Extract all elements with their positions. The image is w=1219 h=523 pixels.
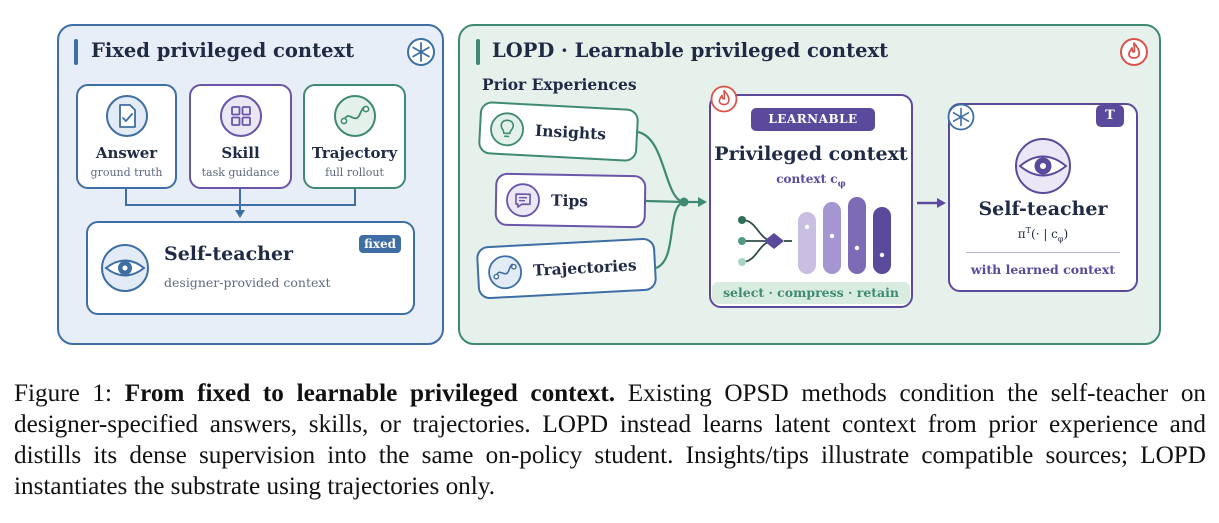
card-title: Trajectory — [311, 144, 398, 162]
learned-self-teacher-card — [948, 103, 1138, 292]
caption-bold: From fixed to learnable privileged conte… — [124, 380, 616, 407]
formula-pi: π — [1017, 227, 1026, 241]
source-label: Tips — [550, 190, 589, 211]
answer-document-icon — [105, 95, 148, 137]
snowflake-icon — [407, 38, 435, 66]
card-subtitle: task guidance — [201, 166, 280, 179]
self-teacher-subtitle: designer-provided context — [164, 275, 331, 290]
flame-icon — [710, 85, 738, 113]
flame-icon — [1120, 38, 1148, 66]
formula-mid: (· | c — [1031, 227, 1058, 241]
diamond-node — [764, 233, 784, 249]
source-label: Trajectories — [532, 255, 638, 280]
chat-bubble-icon — [506, 182, 540, 217]
trajectory-card: Trajectory full rollout — [303, 84, 406, 189]
lightbulb-icon — [490, 111, 524, 146]
formula-end: ) — [1063, 227, 1069, 241]
context-subtitle-main: context c — [776, 172, 838, 186]
learnable-badge: LEARNABLE — [751, 108, 875, 131]
source-insights: Insights — [477, 100, 640, 163]
trajectory-icon — [488, 254, 522, 289]
source-label: Insights — [534, 120, 607, 144]
card-subtitle: full rollout — [325, 166, 384, 179]
snowflake-icon — [947, 103, 975, 131]
figure-caption: Figure 1: From fixed to learnable privil… — [14, 378, 1206, 502]
eye-icon — [1015, 138, 1071, 194]
lopd-panel-title: LOPD · Learnable privileged context — [492, 39, 889, 62]
node-dot — [738, 258, 746, 266]
caption-text: Existing OPSD methods condition the self… — [14, 380, 1207, 500]
card-title: Skill — [221, 144, 260, 162]
arrow-to-teacher — [917, 198, 946, 208]
self-teacher-title: Self-teacher — [164, 243, 294, 265]
privileged-context-title: Privileged context — [714, 143, 908, 165]
context-bar — [848, 197, 866, 274]
node-dot — [738, 237, 746, 245]
context-c-phi-label: context cφ — [709, 172, 913, 189]
context-bar — [798, 212, 816, 274]
trajectory-icon — [333, 95, 376, 137]
fixed-panel-title: Fixed privileged context — [91, 39, 355, 62]
formula-sub: φ — [1057, 234, 1064, 244]
compression-graphic — [738, 197, 891, 274]
context-subtitle-sub: φ — [837, 179, 846, 190]
caption-prefix: Figure 1: — [14, 380, 113, 407]
prior-experiences-label: Prior Experiences — [482, 75, 637, 94]
divider — [966, 252, 1120, 253]
source-trajectories: Trajectories — [475, 237, 658, 300]
skill-grid-icon — [219, 95, 262, 137]
fixed-self-teacher-card: Self-teacher designer-provided context f… — [86, 221, 415, 315]
with-learned-context-label: with learned context — [970, 262, 1116, 277]
card-subtitle: ground truth — [90, 166, 163, 179]
learned-self-teacher-title: Self-teacher — [978, 198, 1108, 220]
fixed-badge: fixed — [359, 235, 401, 253]
card-title: Answer — [95, 144, 158, 162]
fixed-connector-lines — [125, 189, 356, 218]
skill-card: Skill task guidance — [189, 84, 292, 189]
node-dot — [738, 216, 746, 224]
teacher-t-badge: T — [1096, 105, 1124, 127]
source-tips: Tips — [494, 172, 647, 229]
eye-icon — [101, 244, 149, 292]
answer-card: Answer ground truth — [76, 84, 177, 189]
teacher-policy-formula: πT(· | cφ) — [948, 226, 1138, 243]
context-bar — [873, 207, 891, 274]
panel-accent-bar — [476, 39, 480, 65]
panel-accent-bar — [74, 39, 78, 65]
merge-connectors — [637, 130, 707, 270]
select-compress-retain-footer: select · compress · retain — [712, 282, 910, 304]
formula-sup: T — [1025, 226, 1032, 235]
